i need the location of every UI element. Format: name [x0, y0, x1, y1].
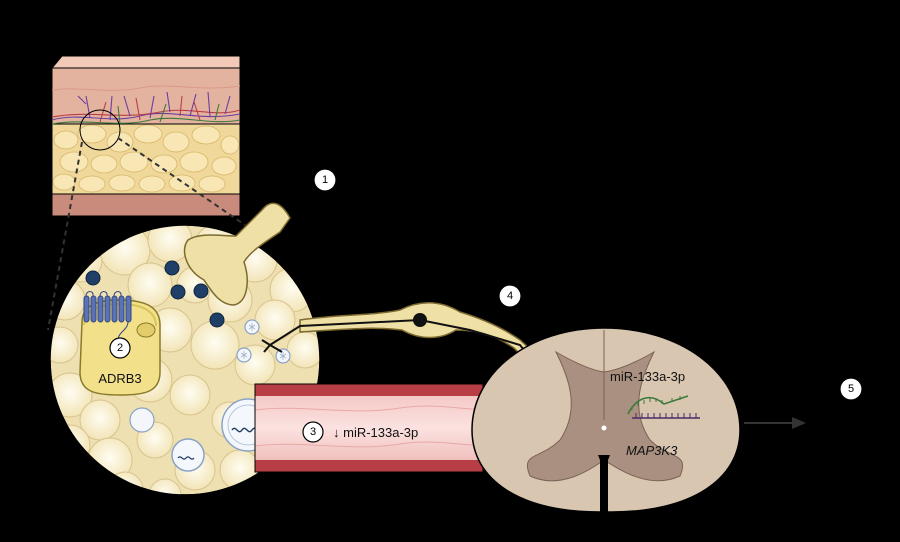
step-5-badge: 5: [839, 377, 863, 401]
svg-text:1: 1: [322, 174, 328, 186]
svg-text:3: 3: [310, 426, 316, 438]
blood-vessel: [254, 383, 484, 473]
step-2-badge: 2: [109, 337, 131, 359]
spinal-cord: [471, 327, 741, 513]
nerve-terminal: [183, 202, 291, 306]
cord-gene-label: MAP3K3: [626, 443, 678, 458]
svg-text:5: 5: [848, 383, 854, 395]
adrb3-receptor-icon: [83, 291, 132, 341]
mirna-mrna-duplex-icon: [627, 395, 700, 419]
cord-mirna-label: miR-133a-3p: [610, 369, 685, 384]
vessel-mirna-label: ↓ miR-133a-3p: [333, 425, 418, 440]
svg-text:4: 4: [507, 290, 513, 302]
skin-tissue-block: [50, 55, 241, 217]
zoom-lines: [47, 137, 246, 331]
svg-text:2: 2: [117, 342, 123, 354]
step-1-badge: 1: [313, 168, 337, 192]
vesicles: [85, 260, 225, 328]
step-3-badge: 3: [302, 421, 324, 443]
step-4-badge: 4: [498, 284, 522, 308]
arrow-right-icon: [744, 417, 806, 429]
adrb3-label: ADRB3: [98, 371, 141, 386]
